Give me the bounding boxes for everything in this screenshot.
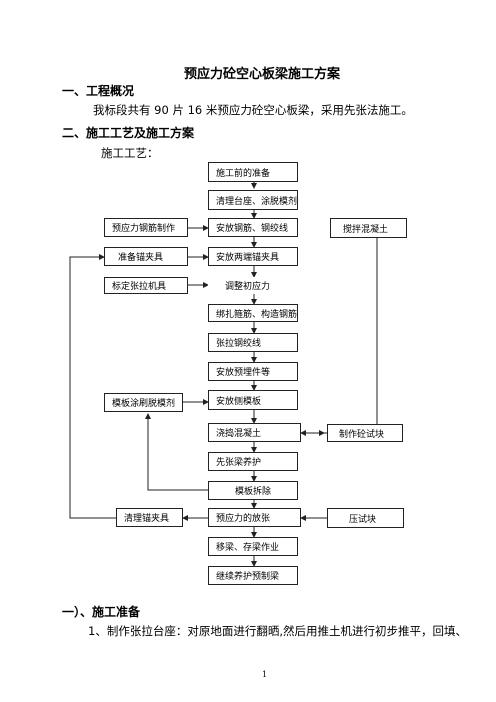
section-3-text: 1、制作张拉台座：对原地面进行翻晒,然后用推土机进行初步推平，回填、	[88, 624, 467, 638]
page-title: 预应力砼空心板梁施工方案	[184, 67, 341, 82]
flow-step-release-prestress: 预应力的放张	[208, 508, 301, 527]
page-number: 1	[262, 670, 268, 679]
flow-step-move-store-beam: 移梁、存梁作业	[208, 537, 298, 556]
section-1-text: 我标段共有 90 片 16 米预应力砼空心板梁，采用先张法施工。	[93, 103, 413, 117]
flow-step-remove-formwork: 模板拆除	[208, 481, 298, 500]
flow-step-place-rebar-strand: 安放钢筋、钢绞线	[208, 218, 298, 237]
flow-step-curing: 先张梁养护	[208, 452, 298, 471]
flow-side-calibrate-jack: 标定张拉机具	[104, 277, 188, 294]
flow-step-continue-curing: 继续养护预制梁	[208, 566, 298, 585]
flow-step-bind-stirrups: 绑扎箍筋、构造钢筋	[208, 304, 298, 322]
flow-side-test-block: 制作砼试块	[327, 424, 403, 442]
flow-side-prestress-steel: 预应力钢筋制作	[104, 218, 188, 237]
flow-step-embedded-parts: 安放预埋件等	[208, 362, 298, 381]
section-3-heading: 一）、施工准备	[62, 605, 141, 619]
flow-step-clean-pedestal: 清理台座、涂脱模剂	[208, 190, 298, 210]
section-1-heading: 一、工程概况	[62, 84, 135, 98]
flow-step-preparation: 施工前的准备	[208, 162, 298, 182]
section-2-subheading: 施工工艺：	[101, 146, 159, 160]
flow-side-clean-anchor: 清理锚夹具	[116, 508, 183, 527]
flow-side-prepare-anchor: 准备锚夹具	[104, 247, 188, 266]
flow-step-initial-stress: 调整初应力	[208, 277, 298, 294]
section-2-heading: 二、施工工艺及施工方案	[62, 126, 195, 140]
flow-side-formwork-coat: 模板涂刷脱模剂	[104, 393, 183, 412]
flow-step-place-anchors: 安放两端锚夹具	[208, 247, 298, 266]
flow-side-press-test: 压试块	[327, 508, 404, 528]
flow-step-pour-concrete: 浇捣混凝土	[208, 423, 301, 442]
flow-side-mix-concrete: 搅拌混凝土	[330, 218, 407, 238]
flow-step-side-formwork: 安放侧模板	[208, 390, 298, 410]
flow-step-tension-strand: 张拉钢绞线	[208, 333, 298, 352]
